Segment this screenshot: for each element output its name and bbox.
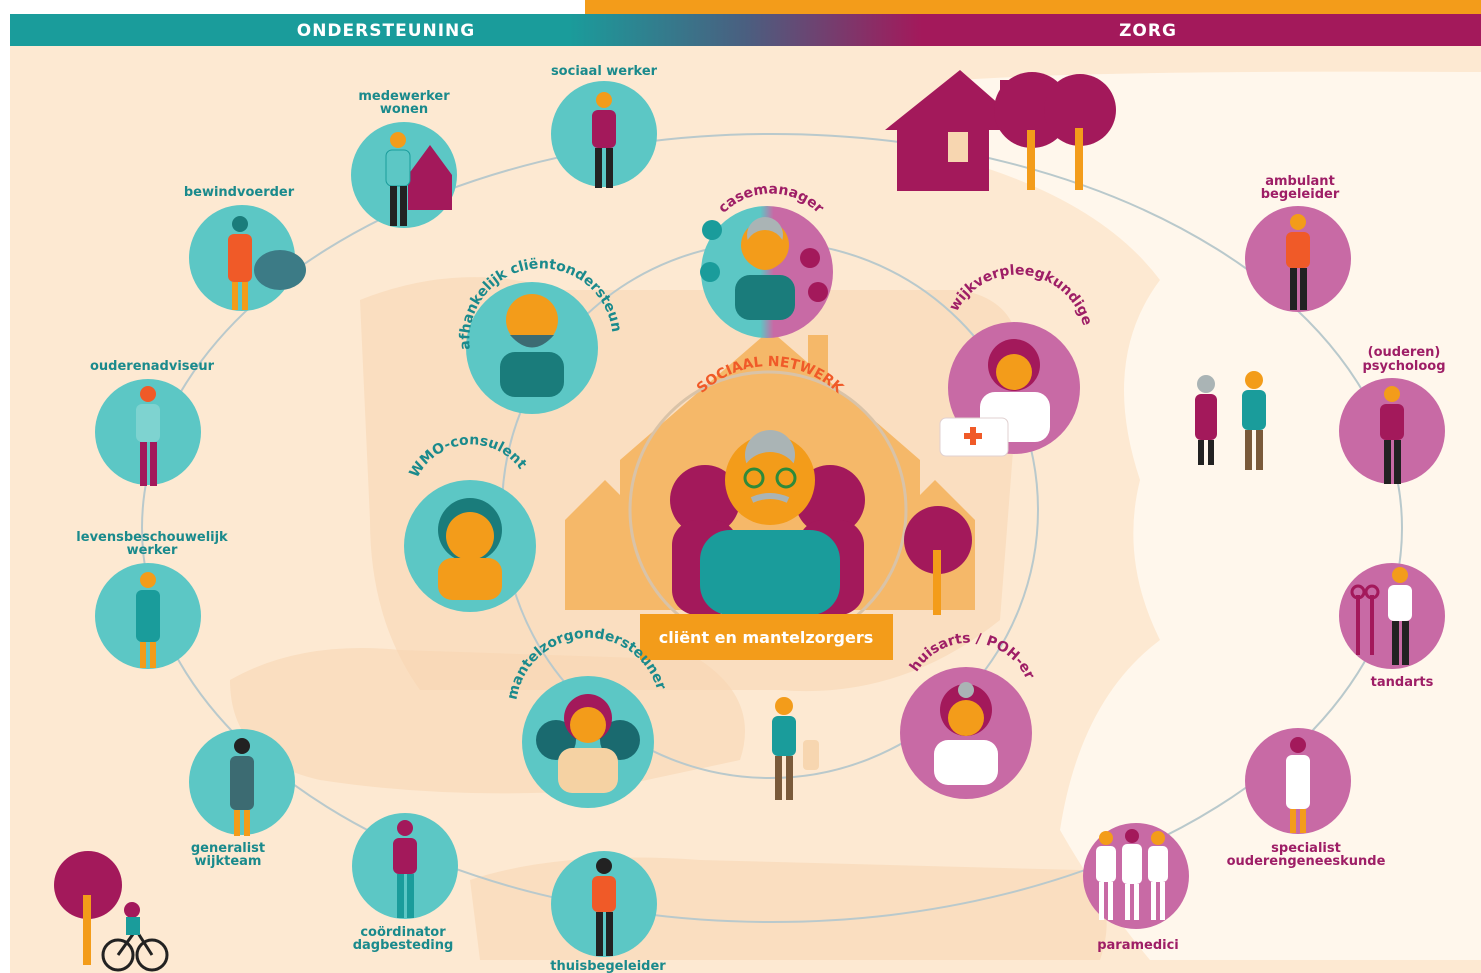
label-specialist-2: ouderengeneeskunde: [1227, 854, 1386, 869]
header-ondersteuning: ONDERSTEUNING: [297, 21, 475, 41]
role-sociaal-werker: [551, 81, 657, 188]
outer-ring: [141, 133, 1403, 923]
label-specialist-1: specialist: [1271, 841, 1341, 856]
trees-icon: [994, 72, 1116, 190]
top-accent-bar: [585, 0, 1481, 14]
role-specialist-ouderengeneeskunde: [1245, 728, 1351, 834]
role-huisarts-poh: [900, 667, 1032, 799]
label-medewerker-wonen-2: wonen: [380, 102, 428, 117]
label-levens-1: levensbeschouwelijk: [76, 530, 228, 545]
role-paramedici: [1083, 823, 1189, 929]
label-coordinator-2: dagbesteding: [353, 938, 454, 953]
client-label: cliënt en mantelzorgers: [659, 628, 873, 647]
role-generalist-wijkteam: [189, 729, 295, 836]
sociaal-netwerk-house: [565, 330, 975, 650]
label-generalist-1: generalist: [191, 841, 265, 856]
role-ouderen-psycholoog: [1339, 378, 1445, 484]
role-tandarts: [1339, 563, 1445, 669]
label-medewerker-wonen-1: medewerker: [358, 89, 450, 104]
label-paramedici: paramedici: [1097, 938, 1179, 953]
elderly-couple-icon: [1195, 371, 1266, 470]
label-bewindvoerder: bewindvoerder: [184, 185, 295, 200]
background-cloud: [960, 71, 1481, 960]
role-medewerker-wonen: [351, 122, 457, 228]
role-wijkverpleegkundige: [939, 322, 1080, 457]
background-blob-2: [230, 648, 745, 794]
role-levensbeschouwelijk-werker: [95, 563, 201, 669]
house-icon: [885, 70, 1030, 191]
role-ouderenadviseur: [95, 379, 201, 486]
label-ambulant-2: begeleider: [1261, 187, 1340, 202]
label-sociaal-werker: sociaal werker: [551, 64, 658, 79]
role-mantelzorgondersteuner: [522, 676, 654, 808]
label-psycholoog-2: psycholoog: [1362, 359, 1445, 374]
role-ambulant-begeleider: [1245, 206, 1351, 312]
role-onafhankelijk-clientondersteuner: [466, 282, 598, 414]
label-ambulant-1: ambulant: [1265, 174, 1335, 189]
header-zorg: ZORG: [1119, 21, 1177, 41]
label-ouderenadviseur: ouderenadviseur: [90, 359, 215, 374]
label-thuisbegeleider: thuisbegeleider: [550, 959, 666, 973]
header-bar: [10, 14, 1481, 46]
role-thuisbegeleider: [551, 851, 657, 957]
label-generalist-2: wijkteam: [195, 854, 262, 869]
role-coordinator-dagbesteding: [352, 813, 458, 919]
client-banner: [640, 614, 893, 660]
tree-icon: [904, 506, 972, 615]
label-coordinator-1: coördinator: [360, 925, 446, 940]
label-levens-2: werker: [127, 543, 178, 558]
label-psycholoog-1: (ouderen): [1368, 345, 1441, 360]
cyclist-tree-icon: [54, 851, 169, 972]
label-tandarts: tandarts: [1371, 675, 1434, 690]
role-wmo-consulent: [404, 480, 536, 612]
man-with-bag-icon: [772, 697, 819, 800]
role-casemanager: [700, 206, 833, 338]
role-bewindvoerder: [189, 205, 306, 311]
